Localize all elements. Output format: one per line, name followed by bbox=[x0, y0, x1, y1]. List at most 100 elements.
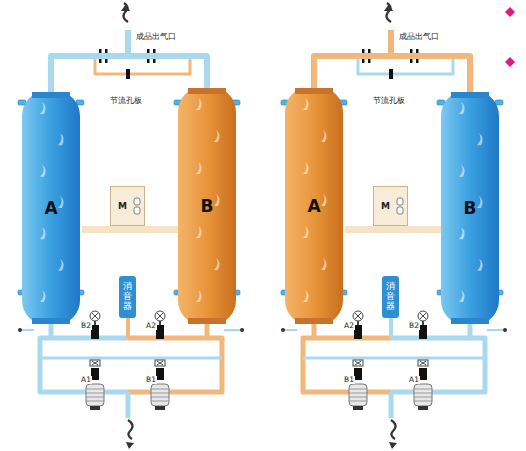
valve-handwheel bbox=[155, 311, 165, 321]
shelf bbox=[82, 226, 178, 233]
valve-body bbox=[91, 325, 99, 339]
pipe bbox=[314, 322, 391, 338]
product-pipe bbox=[314, 56, 470, 92]
vessel-neck bbox=[451, 92, 489, 98]
arrow-head bbox=[121, 4, 130, 11]
vessel-neck bbox=[188, 318, 226, 324]
flow-swirl bbox=[321, 258, 327, 270]
valve-body bbox=[354, 325, 362, 339]
pipe bbox=[303, 357, 485, 360]
tower-vessel: B bbox=[441, 92, 499, 324]
switch bbox=[134, 198, 140, 205]
pipe bbox=[126, 318, 130, 338]
tower-label: B bbox=[201, 196, 214, 216]
actuator-rib bbox=[151, 393, 169, 394]
valve-cross bbox=[355, 313, 361, 319]
actuator-rib bbox=[414, 393, 432, 394]
tower-label: A bbox=[44, 198, 57, 218]
valve-body bbox=[91, 368, 99, 380]
flow-swirl bbox=[459, 165, 465, 177]
valve-label: B1 bbox=[343, 376, 355, 384]
valve-handwheel bbox=[418, 311, 428, 321]
switch bbox=[397, 198, 403, 205]
valve-stem bbox=[357, 321, 359, 325]
drain-valve bbox=[503, 328, 507, 332]
flow-swirl bbox=[459, 102, 465, 114]
silencer-box: 消音器 bbox=[382, 276, 399, 318]
pipe bbox=[389, 318, 393, 338]
actuator-rib bbox=[151, 397, 169, 398]
valve-head bbox=[418, 360, 428, 366]
vessel-body bbox=[22, 92, 80, 324]
valve-head bbox=[155, 360, 165, 366]
flow-swirl bbox=[196, 290, 202, 302]
tower-vessel: A bbox=[285, 88, 343, 324]
tower-vessel: A bbox=[22, 92, 80, 324]
outlet-label: 成品出气口 bbox=[399, 33, 439, 42]
pipe bbox=[40, 357, 222, 360]
pipe bbox=[285, 329, 297, 331]
pipe bbox=[40, 338, 128, 392]
silencer-body bbox=[382, 276, 399, 318]
flow-swirl bbox=[459, 227, 465, 239]
box-outline bbox=[111, 187, 145, 226]
valve-cross bbox=[420, 313, 426, 319]
valve-handwheel bbox=[90, 311, 100, 321]
flow-swirl bbox=[40, 102, 46, 114]
flow-swirl bbox=[459, 290, 465, 302]
valve-label: A1 bbox=[80, 376, 92, 384]
valve-handwheel bbox=[353, 311, 363, 321]
actuator-base bbox=[90, 406, 100, 410]
valve-label: B2 bbox=[408, 322, 420, 330]
arrow-head bbox=[126, 442, 134, 449]
flow-swirl bbox=[321, 194, 327, 206]
flow-swirl bbox=[196, 226, 202, 238]
flow-swirl bbox=[303, 162, 309, 174]
tower-vessel: B bbox=[178, 88, 236, 324]
actuator-rib bbox=[349, 393, 367, 394]
orifice-label: 节流孔板 bbox=[110, 97, 142, 106]
controller-box: M bbox=[110, 186, 145, 226]
valve-cross bbox=[157, 313, 163, 319]
controller-box: M bbox=[373, 186, 408, 226]
orifice-plate bbox=[126, 69, 130, 79]
pipe bbox=[391, 322, 470, 338]
actuator-rib bbox=[86, 389, 104, 390]
flow-swirl bbox=[214, 194, 220, 206]
flow-swirl bbox=[214, 258, 220, 270]
valve-cross bbox=[92, 361, 98, 365]
pipe bbox=[128, 322, 207, 338]
valve-cross bbox=[157, 361, 163, 365]
arrow-head bbox=[389, 442, 397, 449]
pipe bbox=[128, 338, 222, 392]
switch bbox=[134, 207, 140, 214]
actuator-rib bbox=[349, 401, 367, 402]
flow-arrow bbox=[391, 420, 396, 439]
vessel-neck bbox=[32, 92, 70, 98]
flow-swirl bbox=[303, 226, 309, 238]
controller-label: M bbox=[381, 201, 390, 211]
flow-swirl bbox=[40, 290, 46, 302]
node-outline bbox=[110, 186, 145, 226]
pipe bbox=[224, 329, 240, 331]
actuator-rib bbox=[86, 401, 104, 402]
valve-body bbox=[354, 368, 362, 380]
flow-swirl bbox=[303, 98, 309, 110]
flow-swirl bbox=[58, 259, 64, 271]
vessel-neck bbox=[295, 88, 333, 94]
valve-actuator bbox=[414, 384, 432, 406]
pipe bbox=[51, 322, 128, 338]
fitting bbox=[76, 100, 84, 105]
switch bbox=[397, 207, 403, 214]
valve-head bbox=[90, 360, 100, 366]
silencer-box: 消音器 bbox=[119, 276, 136, 318]
flow-swirl bbox=[196, 162, 202, 174]
pipe bbox=[303, 338, 391, 392]
actuator-rib bbox=[414, 389, 432, 390]
vessel-neck bbox=[32, 318, 70, 324]
actuator-rib bbox=[414, 401, 432, 402]
actuator-rib bbox=[151, 401, 169, 402]
valve-actuator bbox=[86, 384, 104, 406]
valve-label: B1 bbox=[145, 376, 157, 384]
flow-swirl bbox=[196, 98, 202, 110]
